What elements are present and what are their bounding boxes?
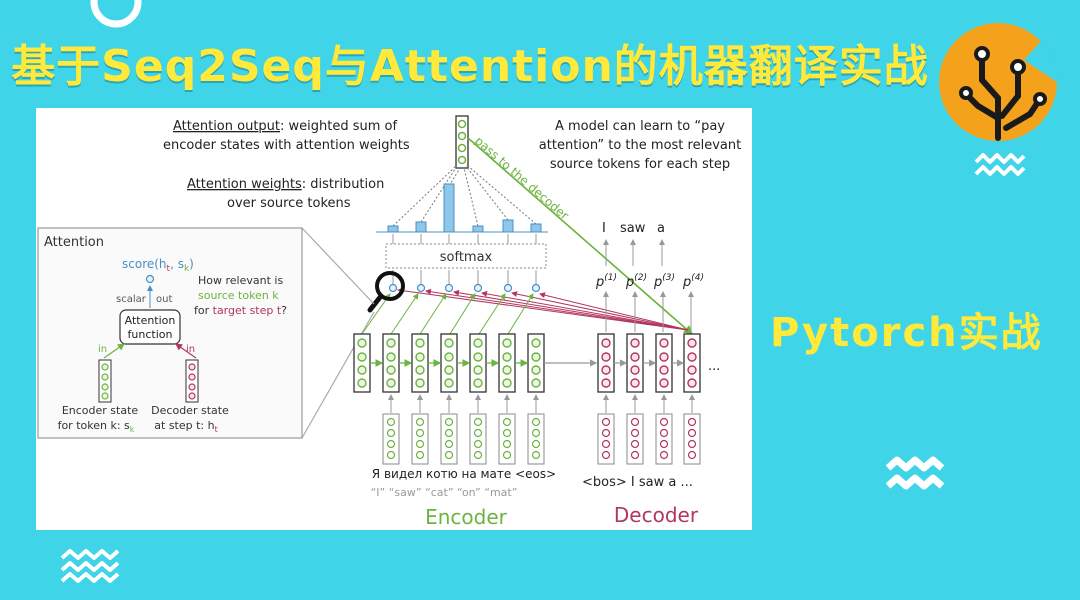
encoder-label: Encoder [425, 505, 508, 529]
ring-decoration [90, 0, 142, 28]
svg-text:Attention: Attention [125, 314, 176, 327]
softmax-label: softmax [440, 250, 493, 265]
decoder-inputs: <bos> I saw a ... [582, 475, 693, 490]
svg-text:Encoder state: Encoder state [62, 404, 139, 417]
model-note-line2: attention” to the most relevant [539, 138, 741, 153]
attention-inset: Attention score(ht, sk) scalar out How r… [37, 227, 303, 439]
how-relevant-text: How relevant is [198, 274, 283, 287]
source-token-k-text: source token k [198, 289, 279, 302]
circuit-logo [939, 23, 1058, 141]
attention-weights-desc2: over source tokens [227, 196, 351, 211]
svg-text:for target step t?: for target step t? [194, 304, 287, 317]
subtitle: Pytorch实战 [770, 310, 1043, 356]
attention-output-label: Attention output [173, 119, 280, 134]
decoder-output-3: a [657, 221, 665, 236]
model-note-line3: source tokens for each step [550, 157, 730, 172]
svg-text:function: function [128, 328, 173, 341]
svg-text:in: in [186, 344, 195, 355]
inset-title: Attention [44, 235, 104, 250]
prob-1-sup: (1) [604, 273, 617, 283]
svg-text:in: in [98, 344, 107, 355]
attention-diagram-panel: Attention output: weighted sum of encode… [36, 108, 752, 530]
softmax-box [385, 243, 547, 269]
prob-3-sup: (3) [662, 273, 675, 283]
page-title: 基于Seq2Seq与Attention的机器翻译实战 [11, 41, 929, 92]
model-note-line1: A model can learn to “pay [555, 119, 725, 134]
source-gloss: “I” “saw” “cat” “on” “mat” [371, 486, 518, 499]
svg-text:Decoder state: Decoder state [151, 404, 229, 417]
svg-text:Attention output: weighted sum: Attention output: weighted sum of [173, 119, 398, 134]
decoder-output-1: I [602, 221, 606, 236]
prob-3-base: p [653, 275, 662, 290]
attention-output-vector [455, 115, 469, 169]
svg-text:Attention weights: distributio: Attention weights: distribution [187, 177, 384, 192]
attention-weights-label: Attention weights [187, 177, 302, 192]
prob-2-sup: (2) [634, 273, 647, 283]
prob-2-base: p [625, 275, 634, 290]
decoder-output-2: saw [620, 221, 646, 236]
svg-text:at step t: ht: at step t: ht [154, 419, 217, 434]
zigzag-decoration-bottom [60, 549, 120, 583]
zigzag-decoration-right [886, 456, 945, 490]
attention-diagram: Attention output: weighted sum of encode… [37, 115, 741, 529]
attention-weights-desc: : distribution [302, 177, 385, 192]
svg-text:p(3): p(3) [653, 273, 675, 290]
prob-4-sup: (4) [691, 273, 704, 283]
scalar-label: scalar [116, 294, 147, 305]
svg-text:p(4): p(4) [682, 273, 704, 290]
score-text: score(h [122, 257, 167, 271]
attention-function-box [119, 309, 181, 345]
zigzag-decoration-top [974, 153, 1026, 176]
source-sentence: Я видел котю на мате <eos> [372, 467, 556, 481]
decoder-label: Decoder [614, 503, 699, 527]
prob-4-base: p [682, 275, 691, 290]
prob-1-base: p [595, 275, 604, 290]
out-label: out [156, 294, 172, 305]
attention-output-desc: : weighted sum of [280, 119, 397, 134]
svg-text:p(1): p(1) [595, 273, 617, 290]
decoder-ellipsis: ... [708, 359, 720, 374]
attention-output-desc2: encoder states with attention weights [163, 138, 410, 153]
svg-text:p(2): p(2) [625, 273, 647, 290]
svg-text:for token k: sk: for token k: sk [58, 419, 135, 434]
svg-text:score(ht, sk): score(ht, sk) [122, 257, 194, 274]
magnifier-icon [375, 271, 405, 301]
